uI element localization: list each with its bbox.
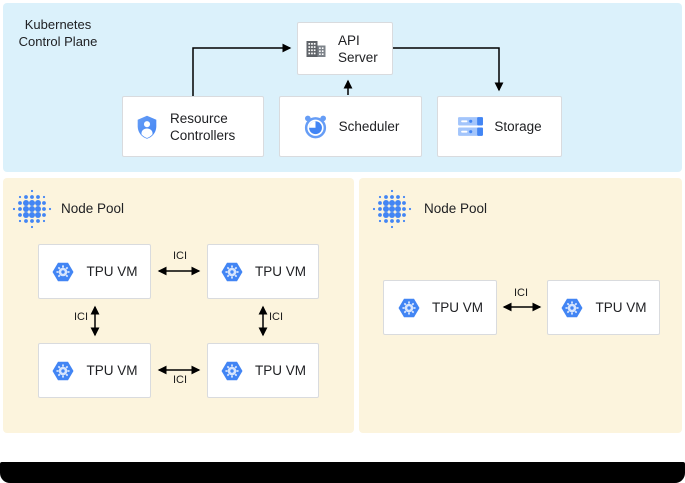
resource-controllers-node: Resource Controllers [122,96,264,157]
ici-link-label: ICI [73,311,88,323]
tpu-vm-label: TPU VM [431,300,483,315]
storage-icon [458,116,484,136]
clock-icon [304,115,326,139]
tpu-vm-node: TPU VM [38,244,151,299]
tpu-hexagon-icon [52,361,74,380]
tpu-hexagon-icon [221,361,243,380]
tpu-vm-node: TPU VM [547,280,660,335]
ici-link-label: ICI [269,311,284,323]
storage-label: Storage [494,119,542,134]
shield-user-icon [137,115,157,139]
tpu-hexagon-icon [221,262,243,281]
api-server-node: API Server [297,22,393,75]
node-pool-dots-icon [12,189,52,229]
node-pool-dots-icon [372,189,412,229]
tpu-hexagon-icon [398,298,420,317]
tpu-vm-node: TPU VM [207,343,319,398]
tpu-hexagon-icon [52,262,74,281]
ici-link-label: ICI [513,287,529,299]
ici-link-label: ICI [172,374,188,386]
scheduler-label: Scheduler [338,119,400,134]
tpu-vm-label: TPU VM [86,363,138,378]
node-pool-left-label: Node Pool [61,201,125,216]
tpu-vm-label: TPU VM [595,300,647,315]
resource-controllers-label: Resource Controllers [170,110,236,143]
tpu-hexagon-icon [561,298,583,317]
tpu-vm-node: TPU VM [207,244,319,299]
scheduler-node: Scheduler [279,96,422,157]
api-server-label: API Server [338,32,378,65]
storage-node: Storage [437,96,562,157]
building-icon [306,40,326,57]
tpu-vm-node: TPU VM [38,343,151,398]
tpu-vm-label: TPU VM [254,264,306,279]
tpu-vm-label: TPU VM [86,264,138,279]
ici-link-label: ICI [172,250,188,262]
node-pool-right-label: Node Pool [424,201,488,216]
tpu-vm-label: TPU VM [254,363,306,378]
control-plane-title: Kubernetes Control Plane [18,17,98,49]
window-bottom-bar [0,462,685,483]
tpu-vm-node: TPU VM [383,280,497,335]
